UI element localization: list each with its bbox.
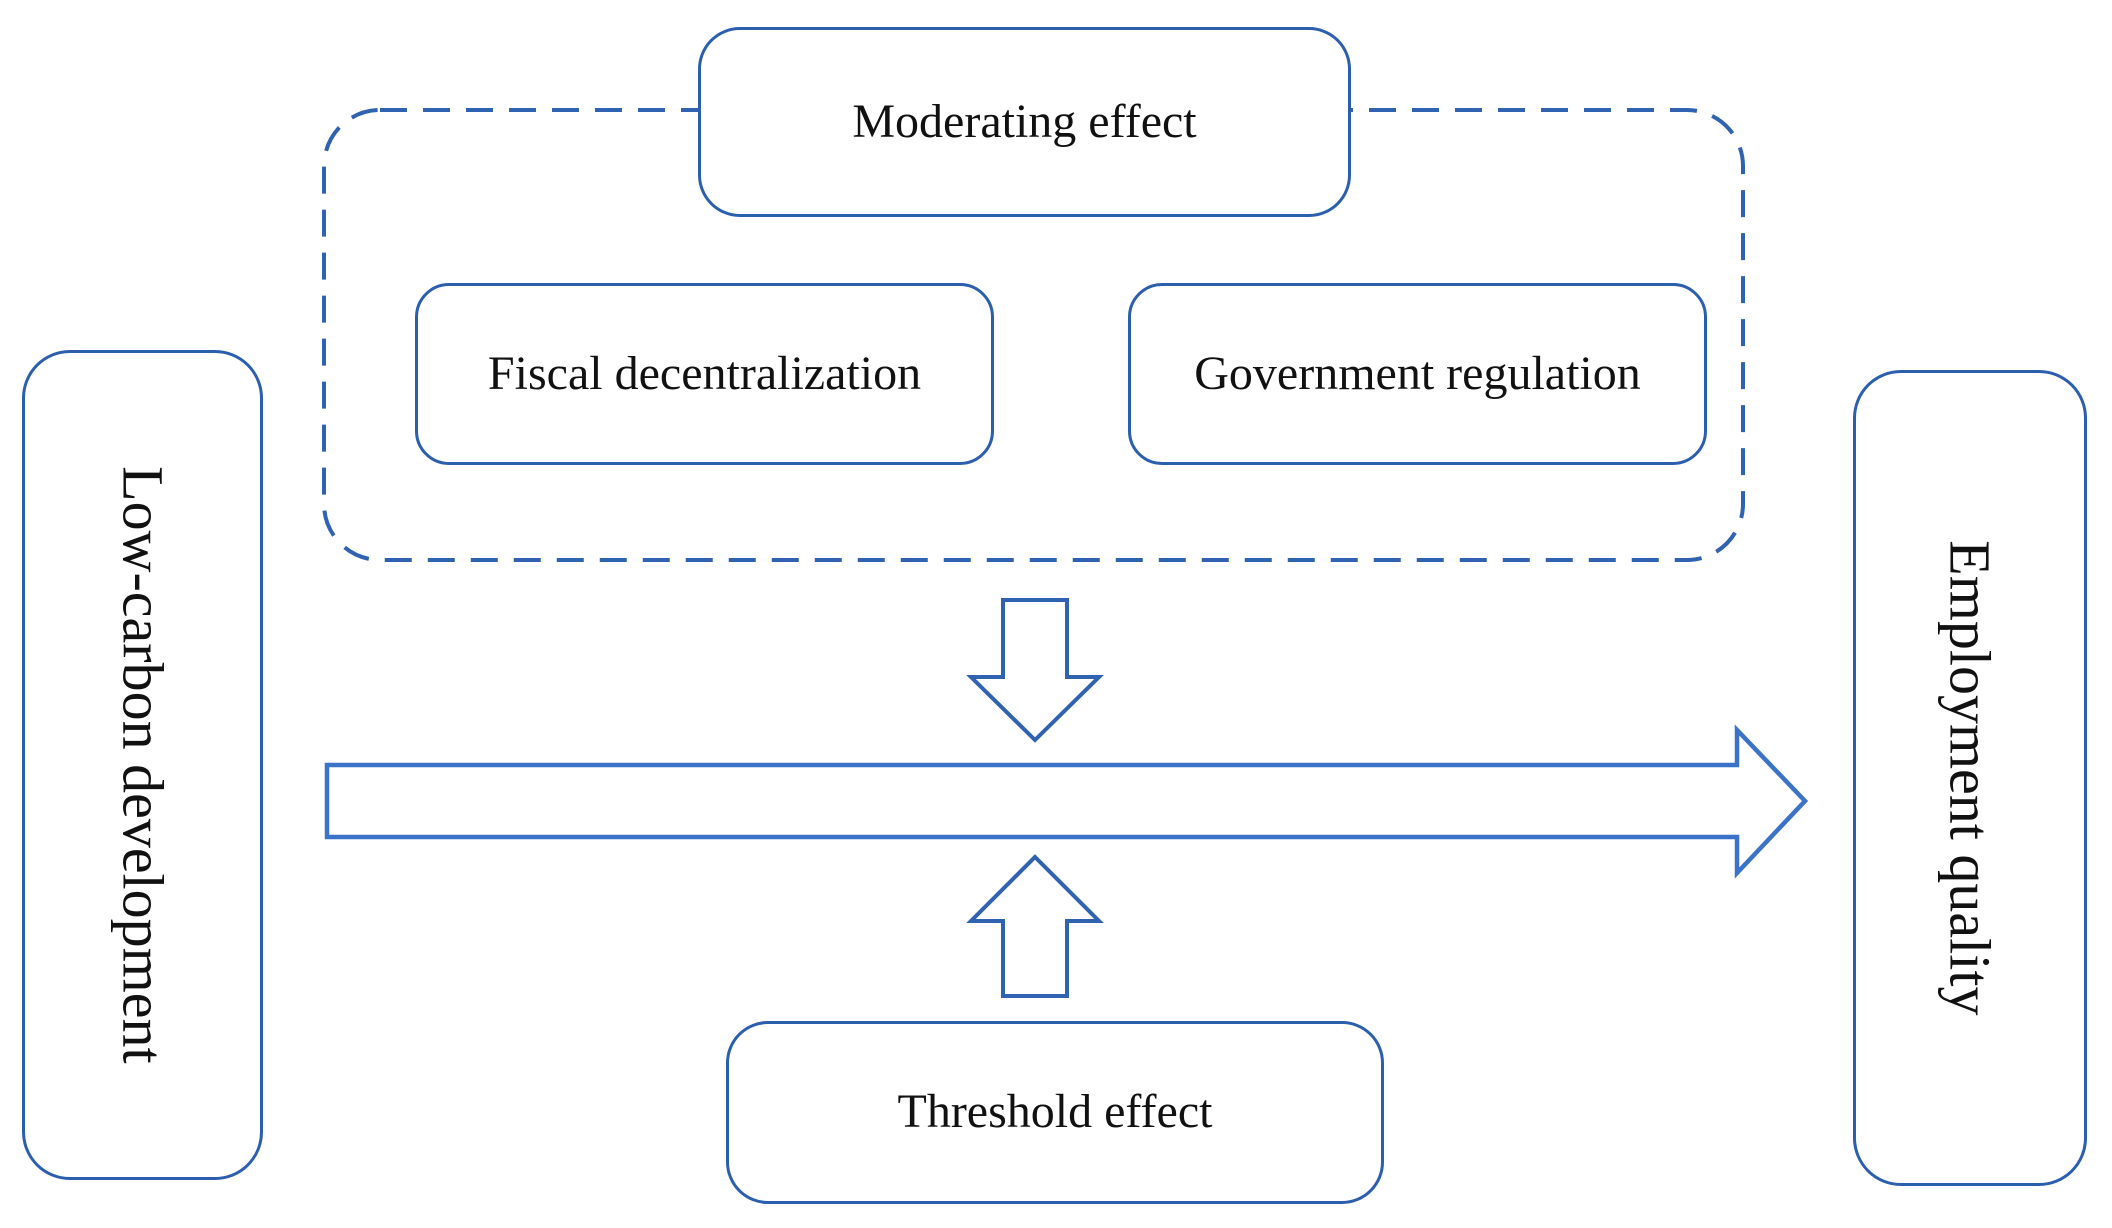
node-label: Government regulation <box>1194 346 1641 400</box>
node-label: Moderating effect <box>852 94 1197 148</box>
node-employment-quality: Employment quality <box>1853 370 2087 1186</box>
node-label: Fiscal decentralization <box>487 346 922 400</box>
node-label: Threshold effect <box>897 1085 1213 1139</box>
node-threshold-effect: Threshold effect <box>726 1021 1384 1204</box>
node-moderating-effect: Moderating effect <box>698 27 1351 217</box>
node-label: Low-carbon development <box>110 466 176 1064</box>
node-low-carbon-development: Low-carbon development <box>22 350 263 1180</box>
threshold-up-arrow <box>966 854 1104 998</box>
node-fiscal-decentralization: Fiscal decentralization <box>415 283 994 465</box>
node-government-regulation: Government regulation <box>1128 283 1707 465</box>
main-effect-arrow <box>324 724 1809 879</box>
node-label: Employment quality <box>1937 540 2003 1016</box>
moderation-down-arrow <box>966 598 1104 743</box>
